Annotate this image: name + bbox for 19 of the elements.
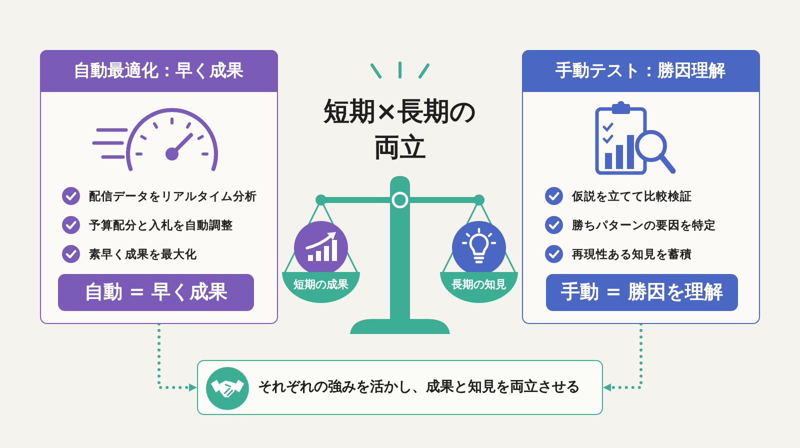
scale-pan: 長期の知見 [440, 272, 518, 303]
card-title: 手動テスト：勝因理解 [522, 50, 760, 92]
summary-banner: 自動 = 早く成果 [58, 274, 254, 311]
list-item-text: 予算配分と入札を自動調整 [89, 217, 233, 234]
title: 短期×長期の両立 [322, 96, 478, 165]
message-text: それぞれの強みを活かし、成果と知見を両立させる [258, 378, 580, 397]
scale-pan: 短期の成果 [282, 272, 360, 303]
list-item-text: 素早く成果を最大化 [89, 246, 197, 263]
dotted-arrow [602, 322, 642, 392]
list-item-text: 勝ちパターンの要因を特定 [572, 217, 716, 234]
list-item-text: 再現性ある知見を蓄積 [572, 246, 692, 263]
message-panel [197, 360, 603, 415]
feature-card [522, 50, 760, 324]
feature-card [40, 50, 278, 324]
card-title: 自動最適化：早く成果 [40, 50, 278, 92]
dotted-arrow [158, 322, 198, 392]
summary-banner: 手動 = 勝因を理解 [546, 274, 738, 311]
list-item-text: 仮説を立てて比較検証 [572, 188, 692, 205]
list-item-text: 配信データをリアルタイム分析 [89, 188, 257, 205]
